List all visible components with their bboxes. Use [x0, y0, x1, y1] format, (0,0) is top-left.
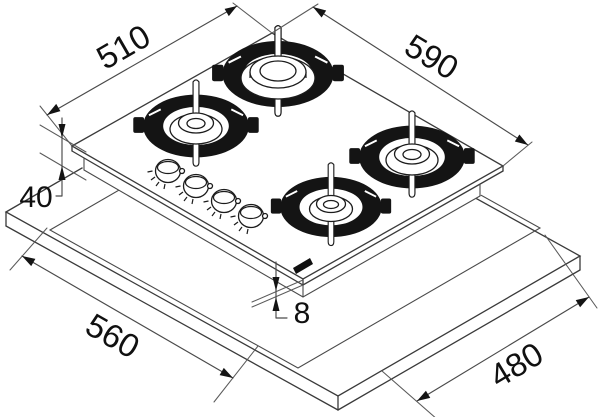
- dim-hob-height: 40: [19, 117, 87, 214]
- burner-front-cap-inner: [322, 199, 340, 210]
- dim-label-480: 480: [483, 335, 549, 395]
- dim-label-590: 590: [399, 27, 465, 87]
- ext-590-top: [271, 3, 319, 34]
- ext-480-left: [381, 370, 436, 417]
- dim-label-40: 40: [19, 181, 52, 214]
- burner-right-cap-inner: [402, 148, 422, 161]
- ext-40-top: [39, 124, 87, 153]
- burner-front: [269, 161, 393, 247]
- arrowhead: [219, 367, 233, 378]
- hob-body: [70, 32, 505, 298]
- arrowhead: [417, 390, 431, 401]
- burner-left-cap-inner: [186, 117, 206, 130]
- burner-back-cap-top: [259, 60, 297, 82]
- arrowhead: [224, 6, 237, 17]
- brand-badge-icon: [293, 258, 313, 274]
- arrowhead: [22, 256, 36, 267]
- ext-8-top: [251, 279, 304, 303]
- arrowhead: [47, 103, 61, 115]
- dimline-510: [46, 5, 238, 116]
- burner-right: [348, 109, 476, 199]
- ext-510-left: [39, 105, 73, 147]
- arrowhead: [575, 297, 589, 308]
- dimline-590: [312, 6, 529, 146]
- dim-label-510: 510: [90, 17, 156, 77]
- ext-560-right: [213, 345, 259, 403]
- ext-590-right: [502, 141, 533, 167]
- dimline-480: [416, 296, 590, 402]
- arrowhead: [58, 124, 66, 138]
- arrowhead: [313, 7, 327, 18]
- dim-label-8: 8: [294, 297, 311, 330]
- arrowhead: [58, 166, 66, 180]
- ext-510-top: [232, 2, 273, 34]
- dim-glass-thickness: 8: [251, 261, 311, 330]
- ext-40-bottom: [39, 152, 87, 181]
- arrowhead: [272, 297, 280, 311]
- ext-480-right: [544, 234, 598, 309]
- ext-560-left: [9, 227, 48, 271]
- worktop-bottom-front-left-edge: [5, 225, 339, 411]
- dim-label-560: 560: [80, 306, 146, 366]
- burner-left: [132, 78, 260, 168]
- worktop-bottom-front-right-edge: [337, 269, 581, 411]
- dimline-560: [21, 255, 234, 379]
- ext-8-bottom: [251, 284, 304, 308]
- arrowhead: [272, 277, 280, 291]
- burner-back: [211, 24, 345, 118]
- arrowhead: [514, 134, 528, 145]
